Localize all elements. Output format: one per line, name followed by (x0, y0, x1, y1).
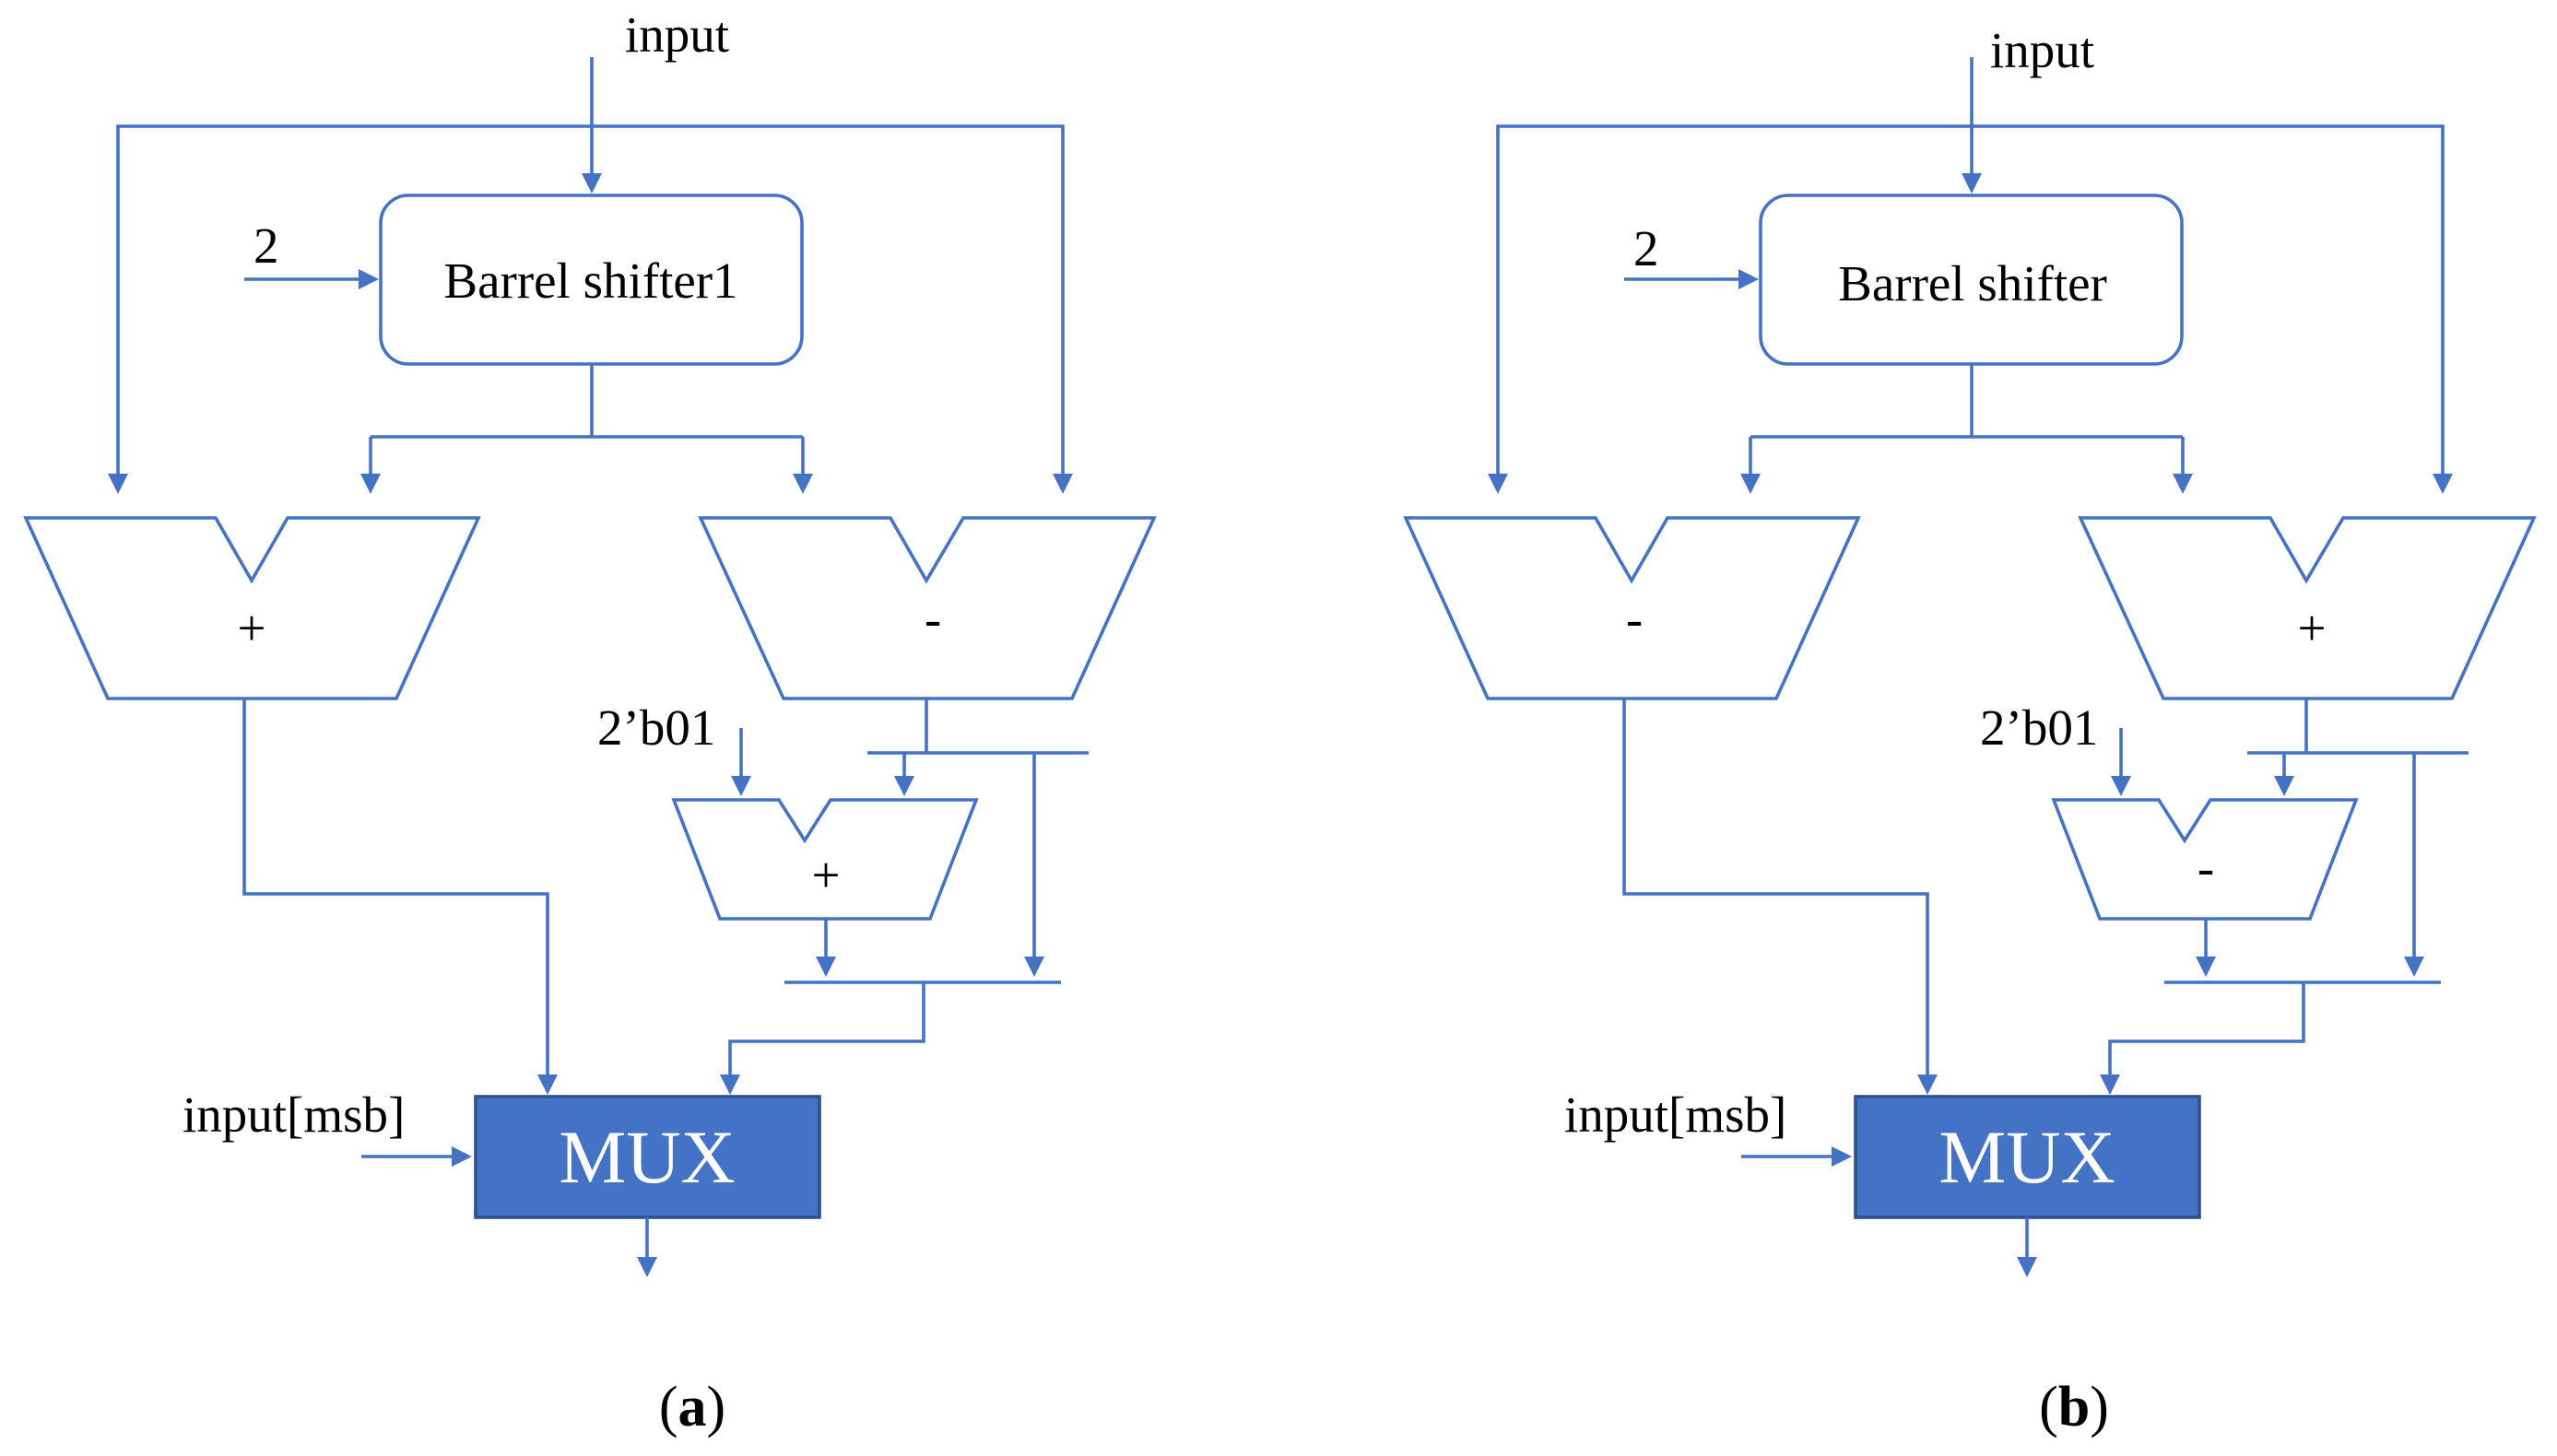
panel-a-caption: (a) (659, 1376, 725, 1438)
panel-a-barrel-shifter-label: Barrel shifter1 (443, 252, 737, 309)
panel-a-shift-amount-label: 2 (253, 217, 279, 274)
panel-b-constant-label: 2’b01 (1980, 699, 2098, 756)
panel-b-caption-letter: b (2058, 1376, 2090, 1438)
panel-a-small-operator: + (811, 847, 840, 903)
panel-a-caption-letter: a (678, 1376, 707, 1438)
panel-a-left-operator: + (237, 600, 265, 656)
panel-a-input-label: input (625, 6, 729, 63)
panel-a-right-operator: - (925, 591, 941, 647)
panel-b-right-operator: + (2297, 600, 2326, 656)
panel-b-caption: (b) (2039, 1376, 2109, 1438)
panel-b-small-operator: - (2198, 840, 2214, 896)
panel-a-mux-label: MUX (559, 1115, 735, 1199)
panel-b-select-label: input[msb] (1564, 1086, 1786, 1143)
panel-b-input-label: input (1990, 22, 2094, 78)
panel-b-barrel-shifter-label: Barrel shifter (1838, 255, 2107, 311)
panel-b-shift-amount-label: 2 (1633, 220, 1659, 276)
panel-b: input 2 Barrel shifter - + - 2’b01 input… (1404, 22, 2536, 1438)
panel-a-constant-label: 2’b01 (597, 699, 715, 756)
panel-b-left-operator: - (1626, 591, 1643, 647)
panel-a: input 2 Barrel shifter1 + - + 2’b01 inpu… (24, 6, 1156, 1438)
panel-a-select-label: input[msb] (183, 1086, 405, 1143)
panel-b-mux-label: MUX (1938, 1115, 2115, 1199)
